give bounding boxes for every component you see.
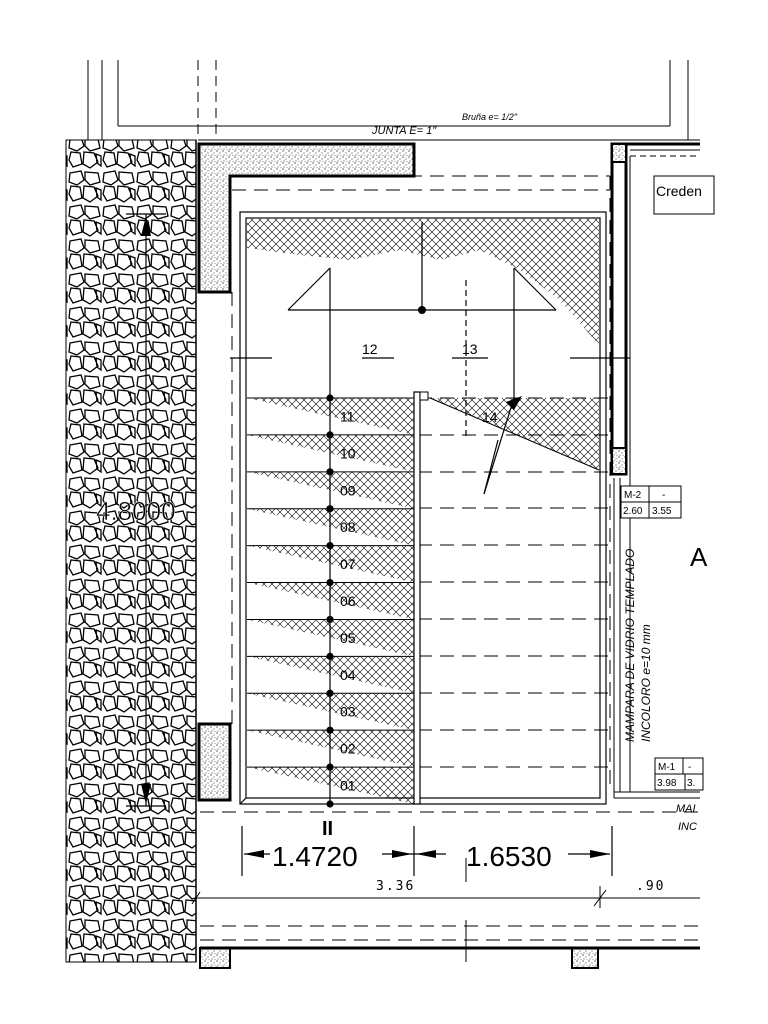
step-number: 03 (340, 704, 356, 720)
landing-hatch (247, 219, 599, 345)
step-number: 10 (340, 445, 356, 461)
step-number: 05 (340, 630, 356, 646)
tag-m2-width: 2.60 (623, 506, 643, 517)
walk-dot (326, 394, 334, 402)
dimension-total-value: 3.36 (376, 879, 415, 894)
walk-dot (326, 763, 334, 771)
section-mark: II (322, 818, 333, 840)
bruna-label: Bruña e= 1/2" (462, 112, 518, 122)
mampara-label-line1: MAMPARA DE VIDRIO TEMPLADO (623, 549, 637, 742)
tag-m2-height: 3.55 (652, 506, 672, 517)
dimension-right-value: 1.6530 (466, 841, 552, 872)
step-number: 13 (462, 341, 478, 357)
tread-hatch (247, 545, 414, 583)
walking-line (230, 222, 630, 804)
tag-m1-height: 3. (687, 778, 695, 789)
step-number: 12 (362, 341, 378, 357)
concrete-block-lower (197, 722, 232, 802)
height-dimension-line (126, 213, 166, 807)
walk-dot (326, 652, 334, 660)
stair-outline (239, 211, 607, 805)
credential-label: Creden (656, 183, 702, 199)
room-letter-partial: A (690, 542, 708, 572)
walk-dot (326, 800, 334, 808)
step-number: 11 (340, 408, 355, 424)
height-dimension-value: 4.8000 (96, 496, 176, 526)
tread-hatch (247, 693, 414, 731)
tag-m2 (620, 485, 682, 519)
step-number: 09 (340, 482, 356, 498)
dimension-side-value: .90 (636, 879, 665, 894)
junta-label: JUNTA E= 1" (371, 125, 437, 137)
dimension-left-value: 1.4720 (272, 841, 358, 872)
walk-dot (326, 542, 334, 550)
stair-center-wall (413, 391, 421, 805)
walking-line-dots (326, 394, 334, 808)
step-number: 04 (340, 667, 356, 683)
walk-dot (326, 615, 334, 624)
walk-dot (326, 468, 334, 476)
walk-dot (326, 726, 334, 734)
tag-m1-width: 3.98 (657, 778, 677, 789)
step-number: 02 (340, 741, 356, 757)
step-number: 01 (340, 778, 356, 794)
mampara-bottom-line1: MAI (676, 803, 696, 815)
step-number: 07 (340, 556, 356, 572)
tread-hatch (247, 434, 414, 472)
walk-dot (326, 689, 334, 697)
mampara-bottom-line2: INC (678, 821, 697, 833)
step-number: 06 (340, 593, 356, 609)
tag-m1 (654, 757, 704, 791)
top-room-outline (87, 60, 700, 141)
tag-m2-dash: - (662, 490, 665, 501)
stone-wall (65, 139, 197, 963)
mampara-label-line2: INCOLORO e=10 mm (639, 624, 653, 742)
dimension-line-total (191, 886, 700, 908)
credential-room-label-box (653, 175, 715, 215)
right-wall (610, 142, 628, 476)
step-number: 08 (340, 519, 356, 535)
tread-hatch (247, 508, 414, 546)
walk-dot (326, 431, 334, 439)
walk-dot (326, 505, 334, 513)
tag-m1-dash: - (688, 762, 691, 773)
walk-dot (326, 578, 334, 587)
tag-m2-code: M-2 (624, 490, 642, 501)
concrete-wall-top (197, 142, 416, 294)
step-number: 14 (482, 409, 498, 425)
tag-m1-code: M-1 (658, 762, 676, 773)
step-numbers: 01 02 03 04 05 06 07 08 09 10 11 12 13 14 (340, 341, 498, 794)
